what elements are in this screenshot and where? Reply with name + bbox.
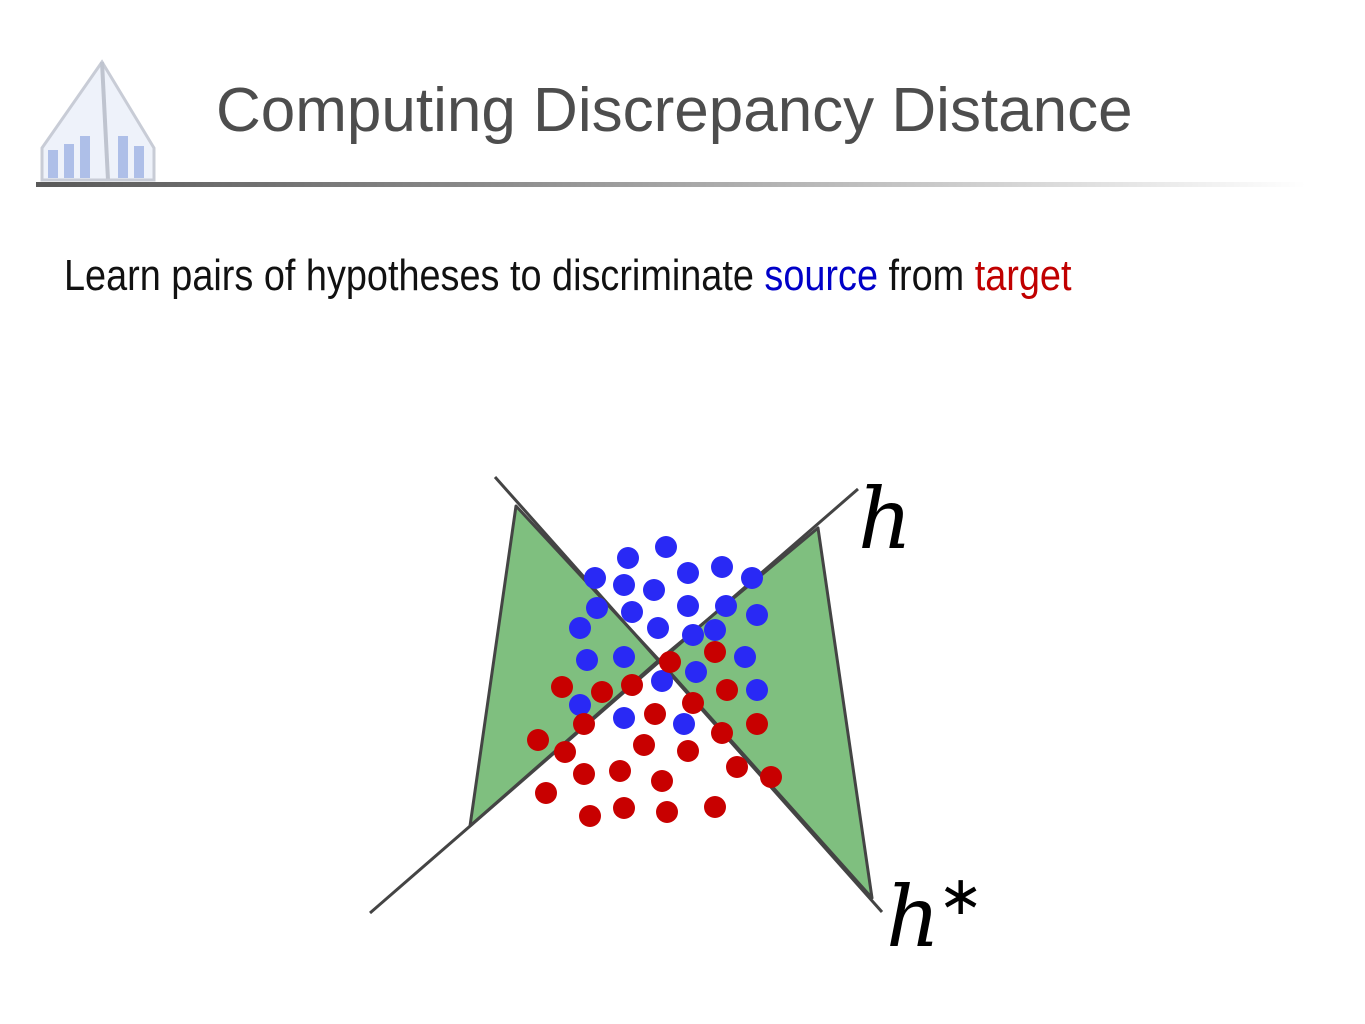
- target-point: [554, 741, 576, 763]
- target-point: [621, 674, 643, 696]
- target-point: [677, 740, 699, 762]
- source-point: [741, 567, 763, 589]
- source-point: [647, 617, 669, 639]
- source-point: [655, 536, 677, 558]
- source-point: [617, 547, 639, 569]
- source-point: [677, 595, 699, 617]
- building-icon: [40, 59, 156, 182]
- source-point: [715, 595, 737, 617]
- target-point: [760, 766, 782, 788]
- source-point: [651, 670, 673, 692]
- target-point: [704, 796, 726, 818]
- source-point: [711, 556, 733, 578]
- label-h-star: h: [886, 868, 940, 966]
- subtitle-target-word: target: [974, 251, 1072, 300]
- target-point: [535, 782, 557, 804]
- source-point: [746, 679, 768, 701]
- source-point: [569, 694, 591, 716]
- source-point: [613, 707, 635, 729]
- subtitle-text-1: Learn pairs of hypotheses to discriminat…: [64, 251, 765, 300]
- target-point: [633, 734, 655, 756]
- target-point: [682, 692, 704, 714]
- target-points: [527, 641, 782, 827]
- target-point: [551, 676, 573, 698]
- source-point: [576, 649, 598, 671]
- target-point: [656, 801, 678, 823]
- title-divider: [36, 182, 1306, 187]
- subtitle-source-word: source: [764, 251, 879, 300]
- source-points: [569, 536, 768, 735]
- target-point: [644, 703, 666, 725]
- source-point: [613, 646, 635, 668]
- source-point: [586, 597, 608, 619]
- source-point: [584, 567, 606, 589]
- source-point: [677, 562, 699, 584]
- hypothesis-line-h: [369, 487, 859, 915]
- source-point: [682, 624, 704, 646]
- target-point: [573, 763, 595, 785]
- target-point: [746, 713, 768, 735]
- target-point: [704, 641, 726, 663]
- label-star: ∗: [938, 864, 983, 927]
- target-point: [579, 805, 601, 827]
- source-point: [613, 574, 635, 596]
- source-point: [734, 646, 756, 668]
- target-point: [609, 760, 631, 782]
- label-h: h: [858, 470, 912, 568]
- target-point: [651, 770, 673, 792]
- slide-subtitle: Learn pairs of hypotheses to discriminat…: [64, 254, 1071, 298]
- source-point: [746, 604, 768, 626]
- target-point: [711, 722, 733, 744]
- target-point: [613, 797, 635, 819]
- source-point: [643, 579, 665, 601]
- target-point: [726, 756, 748, 778]
- source-point: [673, 713, 695, 735]
- source-point: [704, 619, 726, 641]
- source-point: [569, 617, 591, 639]
- subtitle-text-2: from: [878, 251, 975, 300]
- target-point: [716, 679, 738, 701]
- source-point: [621, 601, 643, 623]
- slide-title: Computing Discrepancy Distance: [216, 76, 1133, 145]
- target-point: [573, 713, 595, 735]
- target-point: [527, 729, 549, 751]
- target-point: [591, 681, 613, 703]
- source-point: [685, 661, 707, 683]
- target-point: [659, 651, 681, 673]
